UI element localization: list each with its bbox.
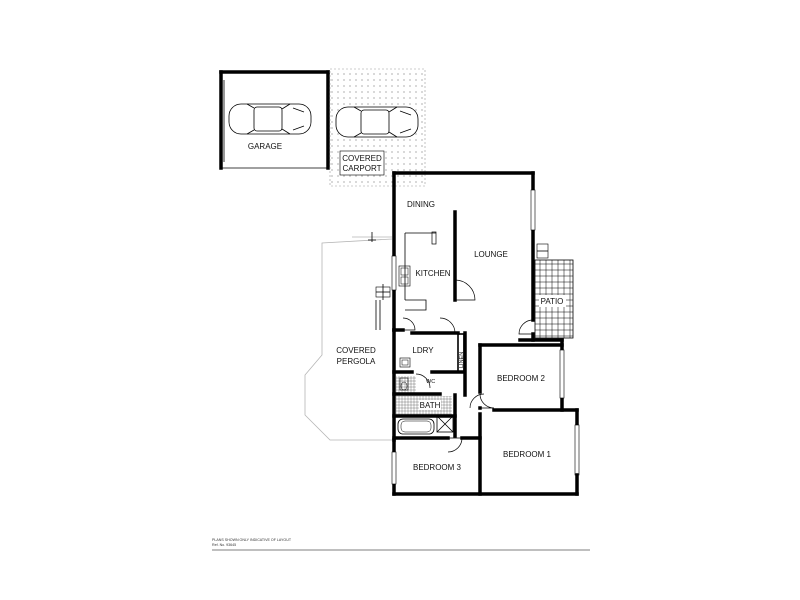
covered-carport: COVERED CARPORT bbox=[329, 68, 426, 187]
linen-label: LINEN bbox=[459, 352, 465, 368]
house-walls: LINEN bbox=[391, 171, 580, 496]
bath-label: BATH bbox=[420, 401, 441, 410]
garage: GARAGE bbox=[219, 70, 330, 170]
kitchen-label: KITCHEN bbox=[415, 269, 450, 278]
plan-footer: PLANS SHOWN ONLY INDICATIVE OF LAYOUT Re… bbox=[212, 538, 590, 551]
bedroom-1-label: BEDROOM 1 bbox=[503, 450, 552, 459]
patio-label: PATIO bbox=[541, 297, 564, 306]
laundry-label: LDRY bbox=[412, 346, 434, 355]
lounge-label: LOUNGE bbox=[474, 250, 508, 259]
patio: PATIO bbox=[534, 243, 574, 339]
reference-number: Ref. No. 93645 bbox=[212, 543, 236, 547]
garage-label: GARAGE bbox=[248, 142, 282, 151]
covered-pergola: COVERED PERGOLA bbox=[304, 232, 393, 441]
pergola-label-line1: COVERED bbox=[336, 346, 376, 355]
bedroom-2-label: BEDROOM 2 bbox=[497, 374, 546, 383]
pergola-label-line2: PERGOLA bbox=[337, 357, 376, 366]
car-icon bbox=[228, 103, 312, 135]
dining-label: DINING bbox=[407, 200, 435, 209]
carport-label-line2: CARPORT bbox=[343, 164, 382, 173]
wc-label: WC bbox=[426, 379, 435, 385]
bedroom-3-label: BEDROOM 3 bbox=[413, 463, 462, 472]
disclaimer-text: PLANS SHOWN ONLY INDICATIVE OF LAYOUT bbox=[212, 538, 292, 542]
car-icon bbox=[335, 106, 419, 138]
carport-label-line1: COVERED bbox=[342, 154, 382, 163]
